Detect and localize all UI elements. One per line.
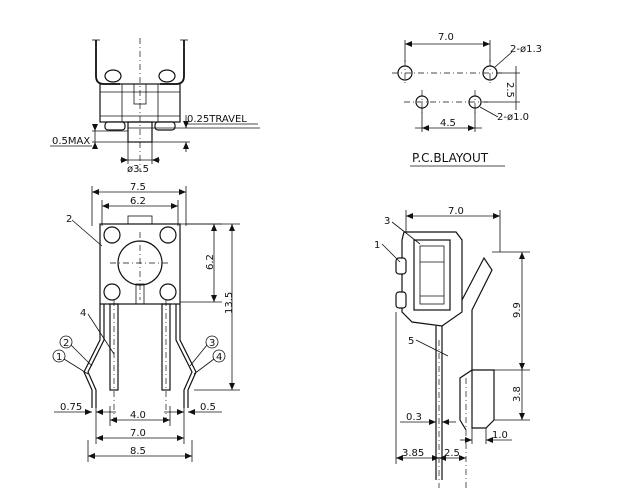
pcb-vert: 2.5 — [504, 82, 515, 98]
side-d-10: 1.0 — [492, 430, 508, 441]
front-w-inner: 6.2 — [130, 196, 146, 207]
side-h-99: 9.9 — [512, 302, 523, 318]
pcb-pitch-top: 7.0 — [438, 32, 454, 43]
pcb-pitch-bottom: 4.5 — [440, 118, 456, 129]
side-callout-1: 1 — [374, 240, 380, 251]
front-d-05: 0.5 — [200, 402, 216, 413]
side-w-top: 7.0 — [448, 206, 464, 217]
side-view-top: 0.25TRAVEL 0.5MAX ø3.5 — [50, 38, 260, 175]
callout-circle-3: 3 — [209, 338, 215, 349]
front-view: 7.5 6.2 6.2 13.5 — [52, 182, 240, 462]
travel-label: 0.25TRAVEL — [187, 114, 247, 125]
callout-circle-4: 4 — [216, 352, 222, 363]
side-d-385: 3.85 — [402, 448, 424, 459]
front-w-outer: 7.5 — [130, 182, 146, 193]
callout-4-leg: 4 — [80, 308, 86, 319]
callout-circle-2: 2 — [63, 338, 69, 349]
callout-2-body: 2 — [66, 214, 72, 225]
side-callout-3: 3 — [384, 216, 390, 227]
front-d-70: 7.0 — [130, 428, 146, 439]
front-d-075: 0.75 — [60, 402, 82, 413]
front-d-40: 4.0 — [130, 410, 146, 421]
pcb-layout: 7.0 2-ø1.3 2.5 2-ø1.0 4.5 P.C.BLAYOUT — [392, 32, 542, 167]
side-h-38: 3.8 — [512, 386, 523, 402]
side-callout-5: 5 — [408, 336, 414, 347]
pcb-layout-title: P.C.BLAYOUT — [412, 151, 489, 165]
side-d-25: 2.5 — [444, 448, 460, 459]
front-h-inner: 6.2 — [205, 254, 216, 270]
callout-circle-1: 1 — [56, 352, 62, 363]
pcb-holes-top: 2-ø1.3 — [510, 44, 542, 55]
front-d-85: 8.5 — [130, 446, 146, 457]
max-label: 0.5MAX — [52, 136, 90, 147]
pcb-holes-bottom: 2-ø1.0 — [497, 112, 529, 123]
side-view-right: 7.0 3 1 5 9.9 3.8 — [374, 206, 530, 488]
front-h-total: 13.5 — [224, 292, 235, 314]
side-d-03: 0.3 — [406, 412, 422, 423]
diameter-label: ø3.5 — [127, 164, 149, 175]
